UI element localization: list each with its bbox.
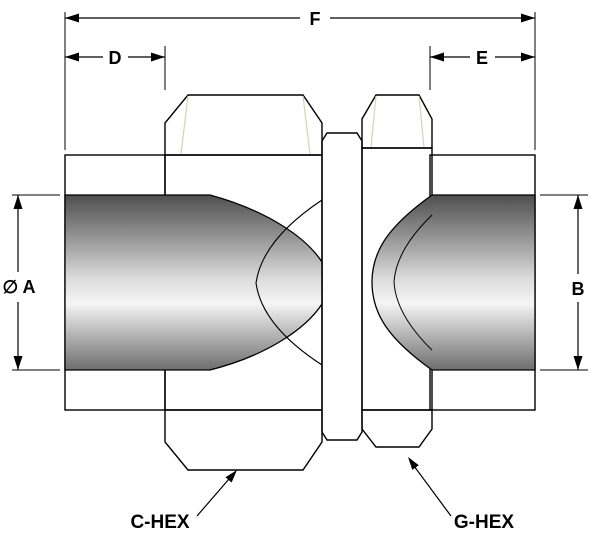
small-nut-top-face: [361, 94, 433, 149]
arrow-d-right: [151, 52, 165, 62]
arrow-c-hex: [225, 470, 237, 483]
large-nut-left-facet-line: [180, 95, 189, 155]
left-bore-section: [64, 194, 323, 371]
small-nut-bottom-face: [361, 409, 433, 448]
arrow-a-bottom: [13, 356, 23, 370]
large-nut-bottom-face: [164, 409, 323, 471]
callout-label-g-hex: G-HEX: [454, 512, 515, 533]
leader-line-g-hex: [413, 465, 452, 517]
arrow-g-hex: [408, 457, 419, 470]
dimension-annotations: F D E ∅ A B C-HEX G-HEX: [2, 9, 588, 533]
arrow-f-left: [65, 13, 79, 23]
dim-label-a: ∅ A: [2, 277, 35, 297]
large-nut-right-facet-line: [302, 95, 311, 155]
callout-label-c-hex: C-HEX: [130, 512, 189, 533]
right-bore-section: [371, 194, 536, 371]
arrow-f-right: [521, 13, 535, 23]
leader-line-c-hex: [196, 478, 230, 517]
center-collar-ring: [321, 132, 363, 441]
dim-label-f: F: [310, 9, 321, 29]
fitting-body: [64, 94, 536, 471]
arrow-b-bottom: [573, 356, 583, 370]
dim-label-b: B: [572, 279, 585, 299]
arrow-a-top: [13, 195, 23, 209]
arrow-e-right: [521, 52, 535, 62]
right-bore-inner-arc: [393, 214, 433, 351]
small-nut-left-facet-line: [370, 95, 377, 148]
arrow-b-top: [573, 195, 583, 209]
large-nut-top-face: [164, 94, 323, 156]
dim-label-d: D: [109, 48, 122, 68]
arrow-d-left: [65, 52, 79, 62]
small-nut-right-facet-line: [418, 95, 425, 148]
arrow-e-left: [430, 52, 444, 62]
dim-label-e: E: [476, 48, 488, 68]
seat-cone-line: [255, 199, 323, 366]
